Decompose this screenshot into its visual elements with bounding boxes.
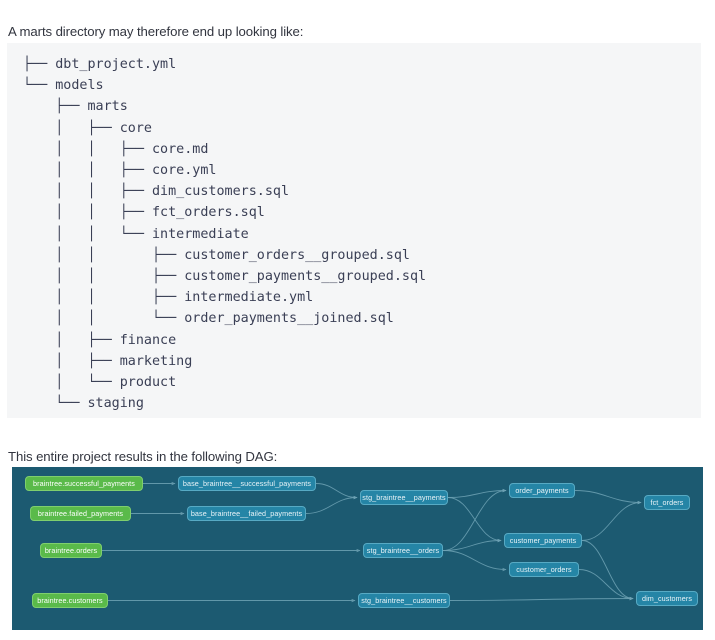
dag-node-label: customer_payments — [509, 535, 577, 545]
dag-node-label: stg_braintree__customers — [361, 595, 447, 605]
dag-paragraph: This entire project results in the follo… — [8, 449, 278, 465]
dag-node-braintree_customers[interactable]: braintree.customers — [32, 593, 108, 608]
dag-edge-customer_payments-to-fct_orders — [581, 500, 642, 541]
dag-node-braintree_orders[interactable]: braintree.orders — [40, 543, 102, 558]
directory-tree-text: ├── dbt_project.yml └── models ├── marts… — [23, 57, 427, 412]
dag-edge-stg_braintree_orders-to-customer_payments — [442, 538, 502, 551]
dag-edge-customer_payments-to-dim_customers — [581, 540, 634, 601]
dag-edge-customer_orders-to-dim_customers — [578, 569, 634, 601]
dag-node-customer_orders[interactable]: customer_orders — [509, 562, 579, 577]
dag-node-label: braintree.orders — [44, 545, 98, 555]
dag-node-label: customer_orders — [516, 564, 572, 574]
dag-node-label: stg_braintree__orders — [366, 545, 440, 555]
dag-edge-stg_braintree_payments-to-customer_payments — [447, 497, 502, 543]
dag-node-label: base_braintree__failed_payments — [190, 508, 303, 518]
dag-node-label: dim_customers — [641, 593, 693, 603]
dag-node-label: braintree.successful_payments — [33, 478, 135, 488]
dag-node-label: stg_braintree__payments — [362, 492, 446, 502]
dag-edge-group — [102, 481, 642, 603]
dag-edge-base_braintree_successful_payments-to-stg_braintree_payments — [315, 483, 358, 500]
dag-edges-layer — [102, 481, 642, 603]
dag-node-braintree_successful_payments[interactable]: braintree.successful_payments — [25, 476, 143, 491]
dag-panel[interactable]: braintree.successful_payments braintree.f… — [12, 467, 703, 630]
dag-node-label: braintree.customers — [37, 595, 103, 605]
dag-edge-stg_braintree_payments-to-order_payments — [447, 488, 507, 498]
dag-node-order_payments[interactable]: order_payments — [509, 483, 575, 498]
dag-node-fct_orders[interactable]: fct_orders — [644, 495, 690, 510]
dag-node-base_braintree_successful_payments[interactable]: base_braintree__successful_payments — [178, 476, 316, 491]
dag-edge-order_payments-to-fct_orders — [574, 490, 642, 505]
dag-edge-stg_braintree_orders-to-customer_orders — [442, 550, 507, 572]
dag-node-stg_braintree_orders[interactable]: stg_braintree__orders — [363, 543, 443, 558]
dag-node-label: fct_orders — [650, 497, 684, 507]
dag-edge-stg_braintree_orders-to-order_payments — [442, 488, 507, 551]
dag-node-base_braintree_failed_payments[interactable]: base_braintree__failed_payments — [187, 506, 306, 521]
directory-tree-code-block: ├── dbt_project.yml └── models ├── marts… — [7, 43, 701, 418]
dag-node-dim_customers[interactable]: dim_customers — [636, 591, 698, 606]
dag-edge-base_braintree_failed_payments-to-stg_braintree_payments — [305, 495, 358, 514]
dag-node-label: braintree.failed_payments — [37, 508, 124, 518]
dag-node-stg_braintree_customers[interactable]: stg_braintree__customers — [358, 593, 450, 608]
dag-node-braintree_failed_payments[interactable]: braintree.failed_payments — [30, 506, 131, 521]
intro-paragraph: A marts directory may therefore end up l… — [8, 24, 304, 40]
dag-node-stg_braintree_payments[interactable]: stg_braintree__payments — [360, 490, 448, 505]
dag-edge-stg_braintree_customers-to-dim_customers — [449, 596, 634, 601]
dag-node-label: base_braintree__successful_payments — [182, 478, 312, 488]
dag-node-label: order_payments — [515, 485, 569, 495]
dag-node-customer_payments[interactable]: customer_payments — [504, 533, 582, 548]
